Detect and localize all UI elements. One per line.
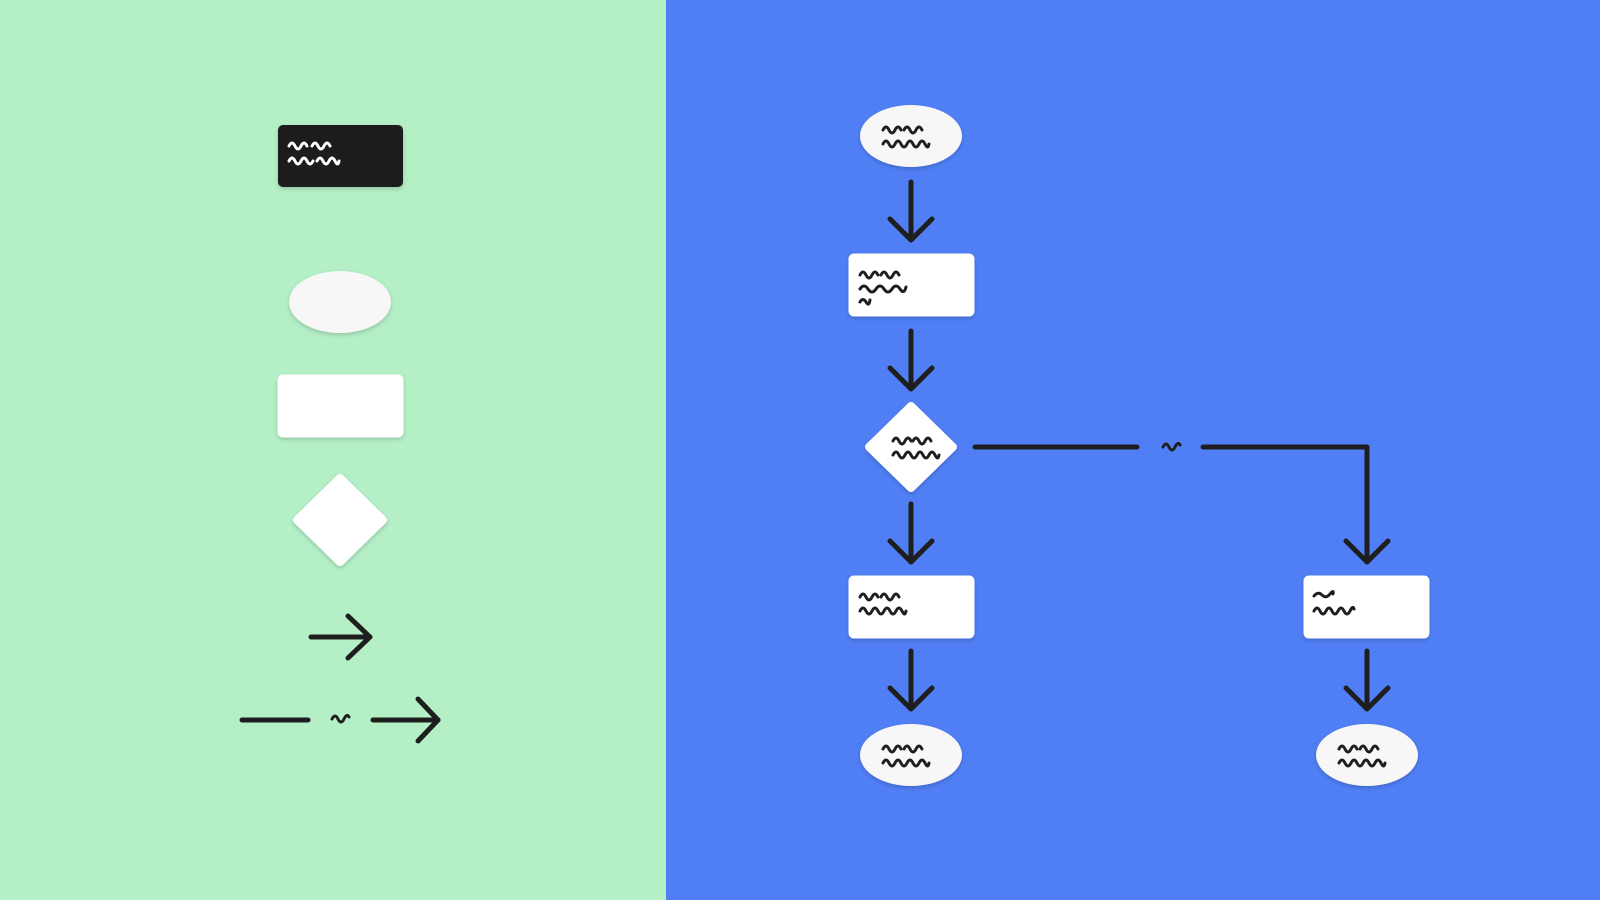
- flowchart-panel: [666, 0, 1600, 900]
- legend-arrow-icon: [308, 613, 373, 661]
- arrow-decision-to-step2b-labeled: [972, 441, 1391, 565]
- legend: [239, 125, 441, 744]
- node-step1-rectangle: [848, 253, 975, 317]
- legend-diamond-icon: [293, 474, 387, 566]
- arrow-step2b-to-end-b: [1343, 648, 1391, 712]
- node-start-oval: [860, 105, 962, 167]
- node-step2a-rectangle: [848, 575, 975, 639]
- node-step2b-rectangle: [1303, 575, 1430, 639]
- node-end-a-oval: [860, 724, 962, 786]
- arrow-decision-to-step2a: [887, 501, 935, 565]
- legend-dark-rectangle-icon: [278, 125, 403, 187]
- arrow-start-to-step1: [887, 179, 935, 243]
- legend-rectangle-icon: [277, 374, 404, 438]
- legend-oval-icon: [289, 271, 391, 333]
- flowchart: [848, 105, 1430, 786]
- arrow-step1-to-decision: [887, 328, 935, 392]
- node-decision-diamond: [865, 402, 957, 492]
- legend-labeled-arrow-icon: [239, 696, 441, 744]
- node-end-b-oval: [1316, 724, 1418, 786]
- arrow-step2a-to-end-a: [887, 648, 935, 712]
